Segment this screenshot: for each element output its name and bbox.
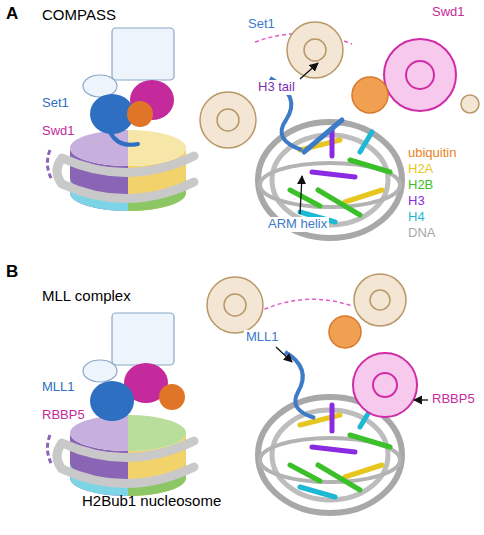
mll-structure-part <box>414 399 428 400</box>
legend-entry: H2A <box>406 161 458 177</box>
structure-label: ARM helix <box>266 217 329 232</box>
color-legend: ubiquitinH2AH2BH3H4DNA <box>406 145 458 241</box>
mll-cartoon-part <box>83 360 117 382</box>
mll-cartoon-part <box>112 313 174 365</box>
mll-structure-part <box>258 299 352 312</box>
subunit-label: MLL1 <box>40 380 77 395</box>
mll-cartoon-part <box>128 415 186 451</box>
substrate-label: H2Bub1 nucleosome <box>80 492 223 509</box>
panel-title: COMPASS <box>40 6 118 23</box>
compass-cartoon-part <box>83 75 117 97</box>
structure-label: Swd1 <box>430 5 467 20</box>
structure-label: H3 tail <box>256 80 297 95</box>
mll-structure <box>207 274 428 513</box>
mll-structure-part <box>370 290 390 310</box>
compass-structure-part <box>304 39 326 61</box>
compass-cartoon <box>47 28 194 211</box>
legend-text: H3 <box>408 193 425 208</box>
compass-structure-part <box>258 122 402 238</box>
mll-cartoon-part <box>90 381 134 421</box>
compass-structure-part <box>461 95 479 113</box>
compass-cartoon-part <box>110 132 138 145</box>
panel-letter: B <box>4 262 20 282</box>
mll-structure-part <box>373 373 397 397</box>
subunit-label: RBBP5 <box>40 408 87 423</box>
structure-label: Set1 <box>246 17 277 32</box>
subunit-label: Set1 <box>40 96 71 111</box>
mll-structure-part <box>354 274 406 326</box>
panel-title: MLL complex <box>40 287 133 304</box>
compass-cartoon-part <box>112 28 174 80</box>
legend-text: DNA <box>408 225 435 240</box>
mll-structure-part <box>207 277 263 333</box>
mll-structure-part <box>353 353 417 417</box>
panel-letter: A <box>4 4 20 24</box>
mll-structure-part <box>276 347 292 362</box>
legend-text: ubiquitin <box>408 145 456 160</box>
legend-entry: H4 <box>406 209 458 225</box>
compass-structure-part <box>217 109 239 131</box>
compass-structure-part <box>200 92 256 148</box>
legend-text: H2B <box>408 177 433 192</box>
legend-entry: H3 <box>406 193 458 209</box>
compass-structure-part <box>352 77 388 113</box>
structure-label: MLL1 <box>244 330 281 345</box>
legend-entry: ubiquitin <box>406 145 458 161</box>
compass-structure-part <box>300 176 302 214</box>
compass-structure-part <box>287 22 343 78</box>
structure-label: RBBP5 <box>430 392 477 407</box>
mll-cartoon-part <box>47 415 194 496</box>
legend-entry: DNA <box>406 225 458 241</box>
mll-structure-part <box>329 316 361 348</box>
legend-text: H4 <box>408 209 425 224</box>
compass-structure-part <box>406 61 434 89</box>
compass-structure-part <box>384 39 456 111</box>
mll-cartoon <box>47 313 194 496</box>
compass-cartoon-part <box>128 130 186 166</box>
compass-cartoon-part <box>127 101 153 127</box>
mll-structure-part <box>224 294 246 316</box>
compass-structure <box>200 22 479 238</box>
compass-structure-part <box>300 63 318 79</box>
compass-structure-part <box>304 120 342 152</box>
mll-structure-part <box>285 352 315 418</box>
legend-text: H2A <box>408 161 433 176</box>
legend-entry: H2B <box>406 177 458 193</box>
compass-cartoon-part <box>47 130 194 211</box>
mll-cartoon-part <box>159 384 185 410</box>
subunit-label: Swd1 <box>40 124 77 139</box>
